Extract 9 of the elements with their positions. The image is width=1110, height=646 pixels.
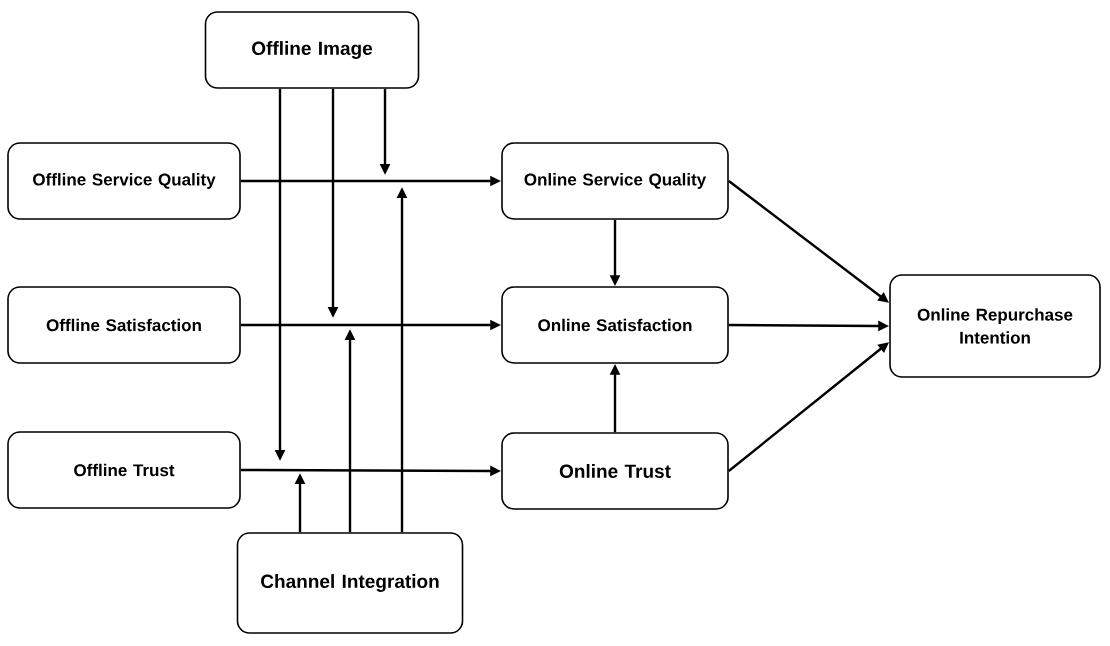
concept-box: Offline Service Quality xyxy=(7,142,241,220)
concept-box: Offline Trust xyxy=(7,431,241,509)
concept-box: Online Repurchase Intention xyxy=(889,274,1101,378)
concept-box: Offline Image xyxy=(204,11,420,89)
concept-box: Online Satisfaction xyxy=(501,286,729,364)
concept-box: Offline Satisfaction xyxy=(7,286,241,364)
concept-box: Online Service Quality xyxy=(501,142,729,220)
concept-box: Channel Integration xyxy=(236,532,464,634)
concept-box: Online Trust xyxy=(501,432,729,510)
